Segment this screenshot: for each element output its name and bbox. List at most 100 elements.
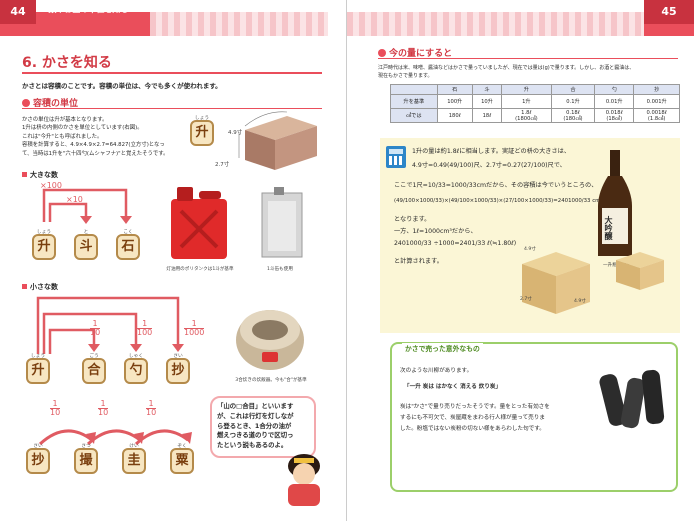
square-bullet-icon <box>22 284 27 289</box>
ruby-text: しょう <box>194 116 210 121</box>
trivia-line: 次のような川柳があります。 <box>400 368 473 374</box>
unit-kanji-badge: 升 <box>190 120 214 146</box>
metal-can-illustration <box>261 187 303 258</box>
left-page: 44 2 数やお金の単位を知る 6. かさを知る かさとは容積のことです。容積の… <box>0 0 347 521</box>
can-caption: 1斗缶も使用 <box>267 267 293 272</box>
dimension-height: 2.7寸 <box>215 162 230 168</box>
math-line: 2401000/33 ÷1000=2401/33 ℓ(≒1.80ℓ) <box>394 240 517 247</box>
table-cell: 0.18ℓ (180㎤) <box>550 108 596 123</box>
dimension-label: 4.9寸 <box>524 247 536 252</box>
page-number: 45 <box>644 0 694 24</box>
table-row: ㎤では 180ℓ 18ℓ 1.8ℓ (1800㎤) 0.18ℓ (180㎤) 0… <box>390 108 680 123</box>
ruby-text: しゃく <box>128 354 144 359</box>
lead-text: かさとは容積のことです。容積の単位は、今でも多くが使われます。 <box>22 82 222 90</box>
table-cell: 升を基準 <box>390 94 438 109</box>
table-cell: 升 <box>500 84 552 95</box>
ruby-text: しょう <box>36 230 52 235</box>
multiplier-label: ×100 <box>40 181 62 190</box>
page-number: 44 <box>0 0 36 24</box>
smaller-unit-arrows <box>38 429 192 446</box>
small-unit-arrows <box>36 296 184 354</box>
princess-character <box>288 454 320 506</box>
ruby-text: ぞく <box>177 444 187 449</box>
square-bullet-icon <box>22 172 27 177</box>
masu-box-illustration <box>238 111 317 170</box>
table-cell: 合 <box>550 84 596 95</box>
tank-caption: 灯油用のポリタンクは1斗が基準 <box>166 267 234 272</box>
charcoal-illustration <box>599 369 665 429</box>
math-line: 1升の量は約1.8ℓに相当します。実証どの枡の大きさは、 <box>412 148 571 155</box>
unit-kanji-badge: 抄 <box>26 448 50 474</box>
table-row: 升を基準 100升 10升 1升 0.1升 0.01升 0.001升 <box>390 94 680 109</box>
unit-kanji-badge: 斗 <box>74 234 98 260</box>
table-cell: 0.01升 <box>594 94 635 109</box>
trivia-line: 炭は"かさ"で量り売りだったそうです。量をとった有効さを <box>400 404 550 410</box>
table-cell: 0.001升 <box>633 94 680 109</box>
page-title: 6. かさを知る <box>22 55 112 71</box>
intro-text: 江戸時代は米、味噌、醤油などはかさで量っていましたが、現在では量は(g)で量りま… <box>378 65 635 79</box>
table-cell: 0.018ℓ (18㎤) <box>594 108 635 123</box>
table-cell: ㎤では <box>390 108 438 123</box>
masu-boxes-illustration <box>522 252 664 314</box>
unit-kanji-badge: 粟 <box>170 448 194 474</box>
ruby-text: けい <box>129 444 139 449</box>
unit-kanji-badge: 石 <box>116 234 140 260</box>
table-cell: 斗 <box>471 84 502 95</box>
cooker-caption: 3合炊きの炊飯器。今も"合"が基準 <box>235 378 307 383</box>
math-line: と計算されます。 <box>394 258 443 265</box>
dimension-label: 4.9寸 <box>574 299 586 304</box>
unit-kanji-badge: 合 <box>82 358 106 384</box>
trivia-line: した。粉塩ではない炭粉の切ない様をあらわした句です。 <box>400 426 545 432</box>
dimension-width: 4.9寸 <box>228 130 243 136</box>
table-cell: 勺 <box>594 84 635 95</box>
bullet-icon <box>378 49 386 57</box>
unit-kanji-badge: 升 <box>26 358 50 384</box>
header-band <box>347 12 644 36</box>
section-heading: 今の量にすると <box>378 46 452 59</box>
bullet-icon <box>22 99 30 107</box>
big-unit-arrows <box>42 188 132 224</box>
trivia-line: するにも不可欠で、炭屋蔵をまわる行人様が量って売りま <box>400 415 545 421</box>
dimension-label: 2.7寸 <box>520 297 532 302</box>
unit-kanji-badge: 勺 <box>124 358 148 384</box>
small-numbers-heading: 小さな数 <box>22 282 58 292</box>
math-line: ここで1尺=10/33=1000/33cmだから、その容積は今でいうところの、 <box>394 182 598 189</box>
math-line: となります。 <box>394 216 431 223</box>
table-cell: 抄 <box>633 84 680 95</box>
ruby-text: さい <box>173 354 183 359</box>
table-cell: 石 <box>436 84 473 95</box>
table-cell: 0.0018ℓ (1.8㎤) <box>633 108 680 123</box>
table-header-row: 石 斗 升 合 勺 抄 <box>390 84 680 95</box>
multiplier-label: ×10 <box>66 195 83 204</box>
trivia-line: 「一升 炭は はかなく 消える 炊り炭」 <box>404 384 502 390</box>
table-cell: 18ℓ <box>471 108 502 123</box>
ruby-text: と <box>83 230 89 235</box>
ruby-text: さつ <box>81 444 91 449</box>
ruby-text: さい <box>33 444 43 449</box>
sake-bottle-illustration <box>598 150 632 256</box>
math-line: 一方、1ℓ=1000cm³だから、 <box>394 228 477 235</box>
table-cell: 100升 <box>436 94 473 109</box>
table-cell: 1.8ℓ (1800㎤) <box>500 108 552 123</box>
header-band <box>150 12 328 36</box>
table-cell: 180ℓ <box>436 108 473 123</box>
title-rule <box>22 72 322 74</box>
speech-bubble: 「山の□合目」といいます が、これは行灯を灯しなが ら登るとき、1合分の油が 燃… <box>210 396 316 458</box>
table-cell <box>390 84 438 95</box>
bottle-label: 大吟醸 <box>604 216 614 240</box>
math-line: 4.9寸=0.49(49/100)尺、2.7寸=0.27(27/100)尺で、 <box>412 162 566 169</box>
big-numbers-heading: 大きな数 <box>22 170 58 180</box>
section-rule <box>378 58 678 59</box>
rice-cooker-illustration <box>236 310 304 370</box>
table-cell: 0.1升 <box>550 94 596 109</box>
unit-kanji-badge: 圭 <box>122 448 146 474</box>
unit-explanation: かさの単位は升が基本となります。 1升は枡の内側のかさを単位としています(右図)… <box>22 117 169 157</box>
unit-kanji-badge: 升 <box>32 234 56 260</box>
conversion-table: 石 斗 升 合 勺 抄 升を基準 100升 10升 1升 0.1升 0.01升 … <box>390 84 680 123</box>
